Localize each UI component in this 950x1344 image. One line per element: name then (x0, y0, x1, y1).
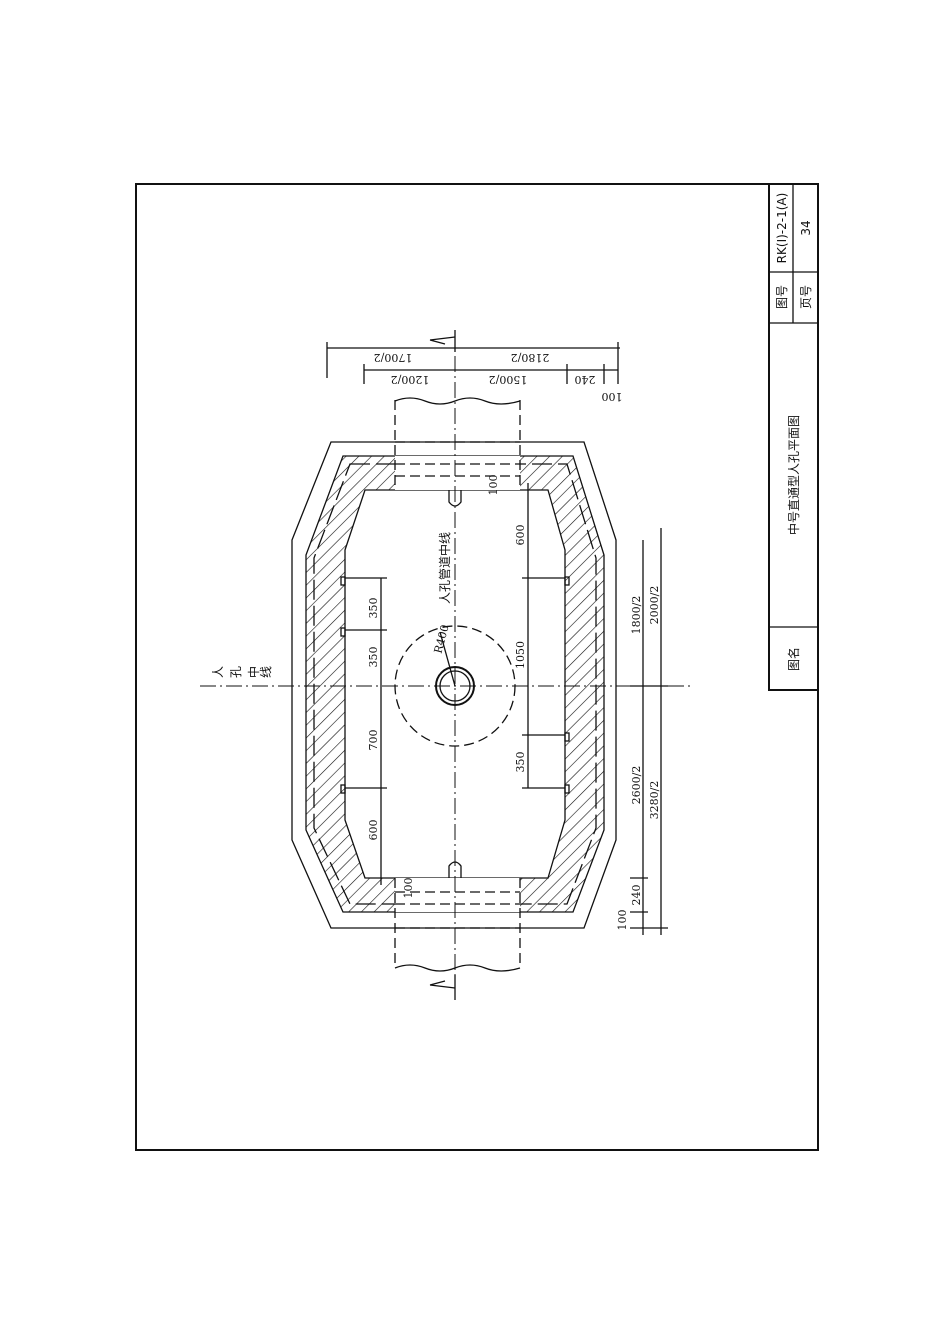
svg-text:600: 600 (514, 525, 527, 546)
svg-text:100: 100 (487, 475, 500, 496)
svg-text:2000/2: 2000/2 (648, 586, 661, 625)
centerlines (200, 330, 690, 1000)
svg-text:100: 100 (602, 390, 623, 403)
manhole-cover (394, 625, 516, 747)
page-no: 34 (799, 220, 813, 235)
svg-text:100: 100 (402, 878, 415, 899)
drawing-name: 中号直通型人孔平面图 (786, 415, 801, 535)
radius-label: R400 (432, 623, 452, 655)
inner-right-dimensions: 100 600 1050 350 (487, 475, 565, 789)
svg-text:240: 240 (575, 373, 596, 386)
page-no-label: 页号 (799, 285, 813, 309)
svg-text:2180/2: 2180/2 (511, 351, 550, 364)
svg-text:350: 350 (514, 752, 527, 773)
left-dimensions: 350 350 700 600 100 (345, 577, 415, 899)
svg-text:1500/2: 1500/2 (489, 373, 528, 386)
svg-text:2600/2: 2600/2 (630, 766, 643, 805)
svg-text:240: 240 (630, 885, 643, 906)
svg-text:1200/2: 1200/2 (391, 373, 430, 386)
svg-text:3280/2: 3280/2 (648, 781, 661, 820)
top-dimensions: 1700/2 2180/2 1200/2 1500/2 240 100 (326, 342, 623, 403)
svg-text:1800/2: 1800/2 (630, 596, 643, 635)
svg-text:中: 中 (246, 666, 261, 678)
drawing-no: RK(Ⅰ)-2-1(A) (775, 193, 789, 264)
svg-text:100: 100 (616, 910, 629, 931)
title-block: RK(Ⅰ)-2-1(A) 34 图号 页号 中号直通型人孔平面图 图名 (768, 183, 819, 691)
pipe-centerline-label: 人孔管道中线 (437, 532, 452, 604)
manhole-outline (291, 397, 617, 972)
svg-text:1700/2: 1700/2 (374, 351, 413, 364)
svg-text:350: 350 (367, 647, 380, 668)
svg-text:孔: 孔 (229, 666, 243, 678)
svg-text:1050: 1050 (514, 641, 527, 669)
drawing-name-label: 图名 (786, 647, 801, 671)
svg-text:线: 线 (259, 666, 273, 678)
svg-text:700: 700 (367, 730, 380, 751)
svg-text:350: 350 (367, 598, 380, 619)
right-dimensions: 1800/2 2000/2 2600/2 3280/2 240 100 (616, 528, 668, 935)
svg-text:人: 人 (211, 666, 225, 678)
drawing-no-label: 图号 (775, 285, 789, 309)
svg-text:600: 600 (367, 820, 380, 841)
manhole-centerline-label: 人 孔 中 线 (211, 666, 273, 678)
